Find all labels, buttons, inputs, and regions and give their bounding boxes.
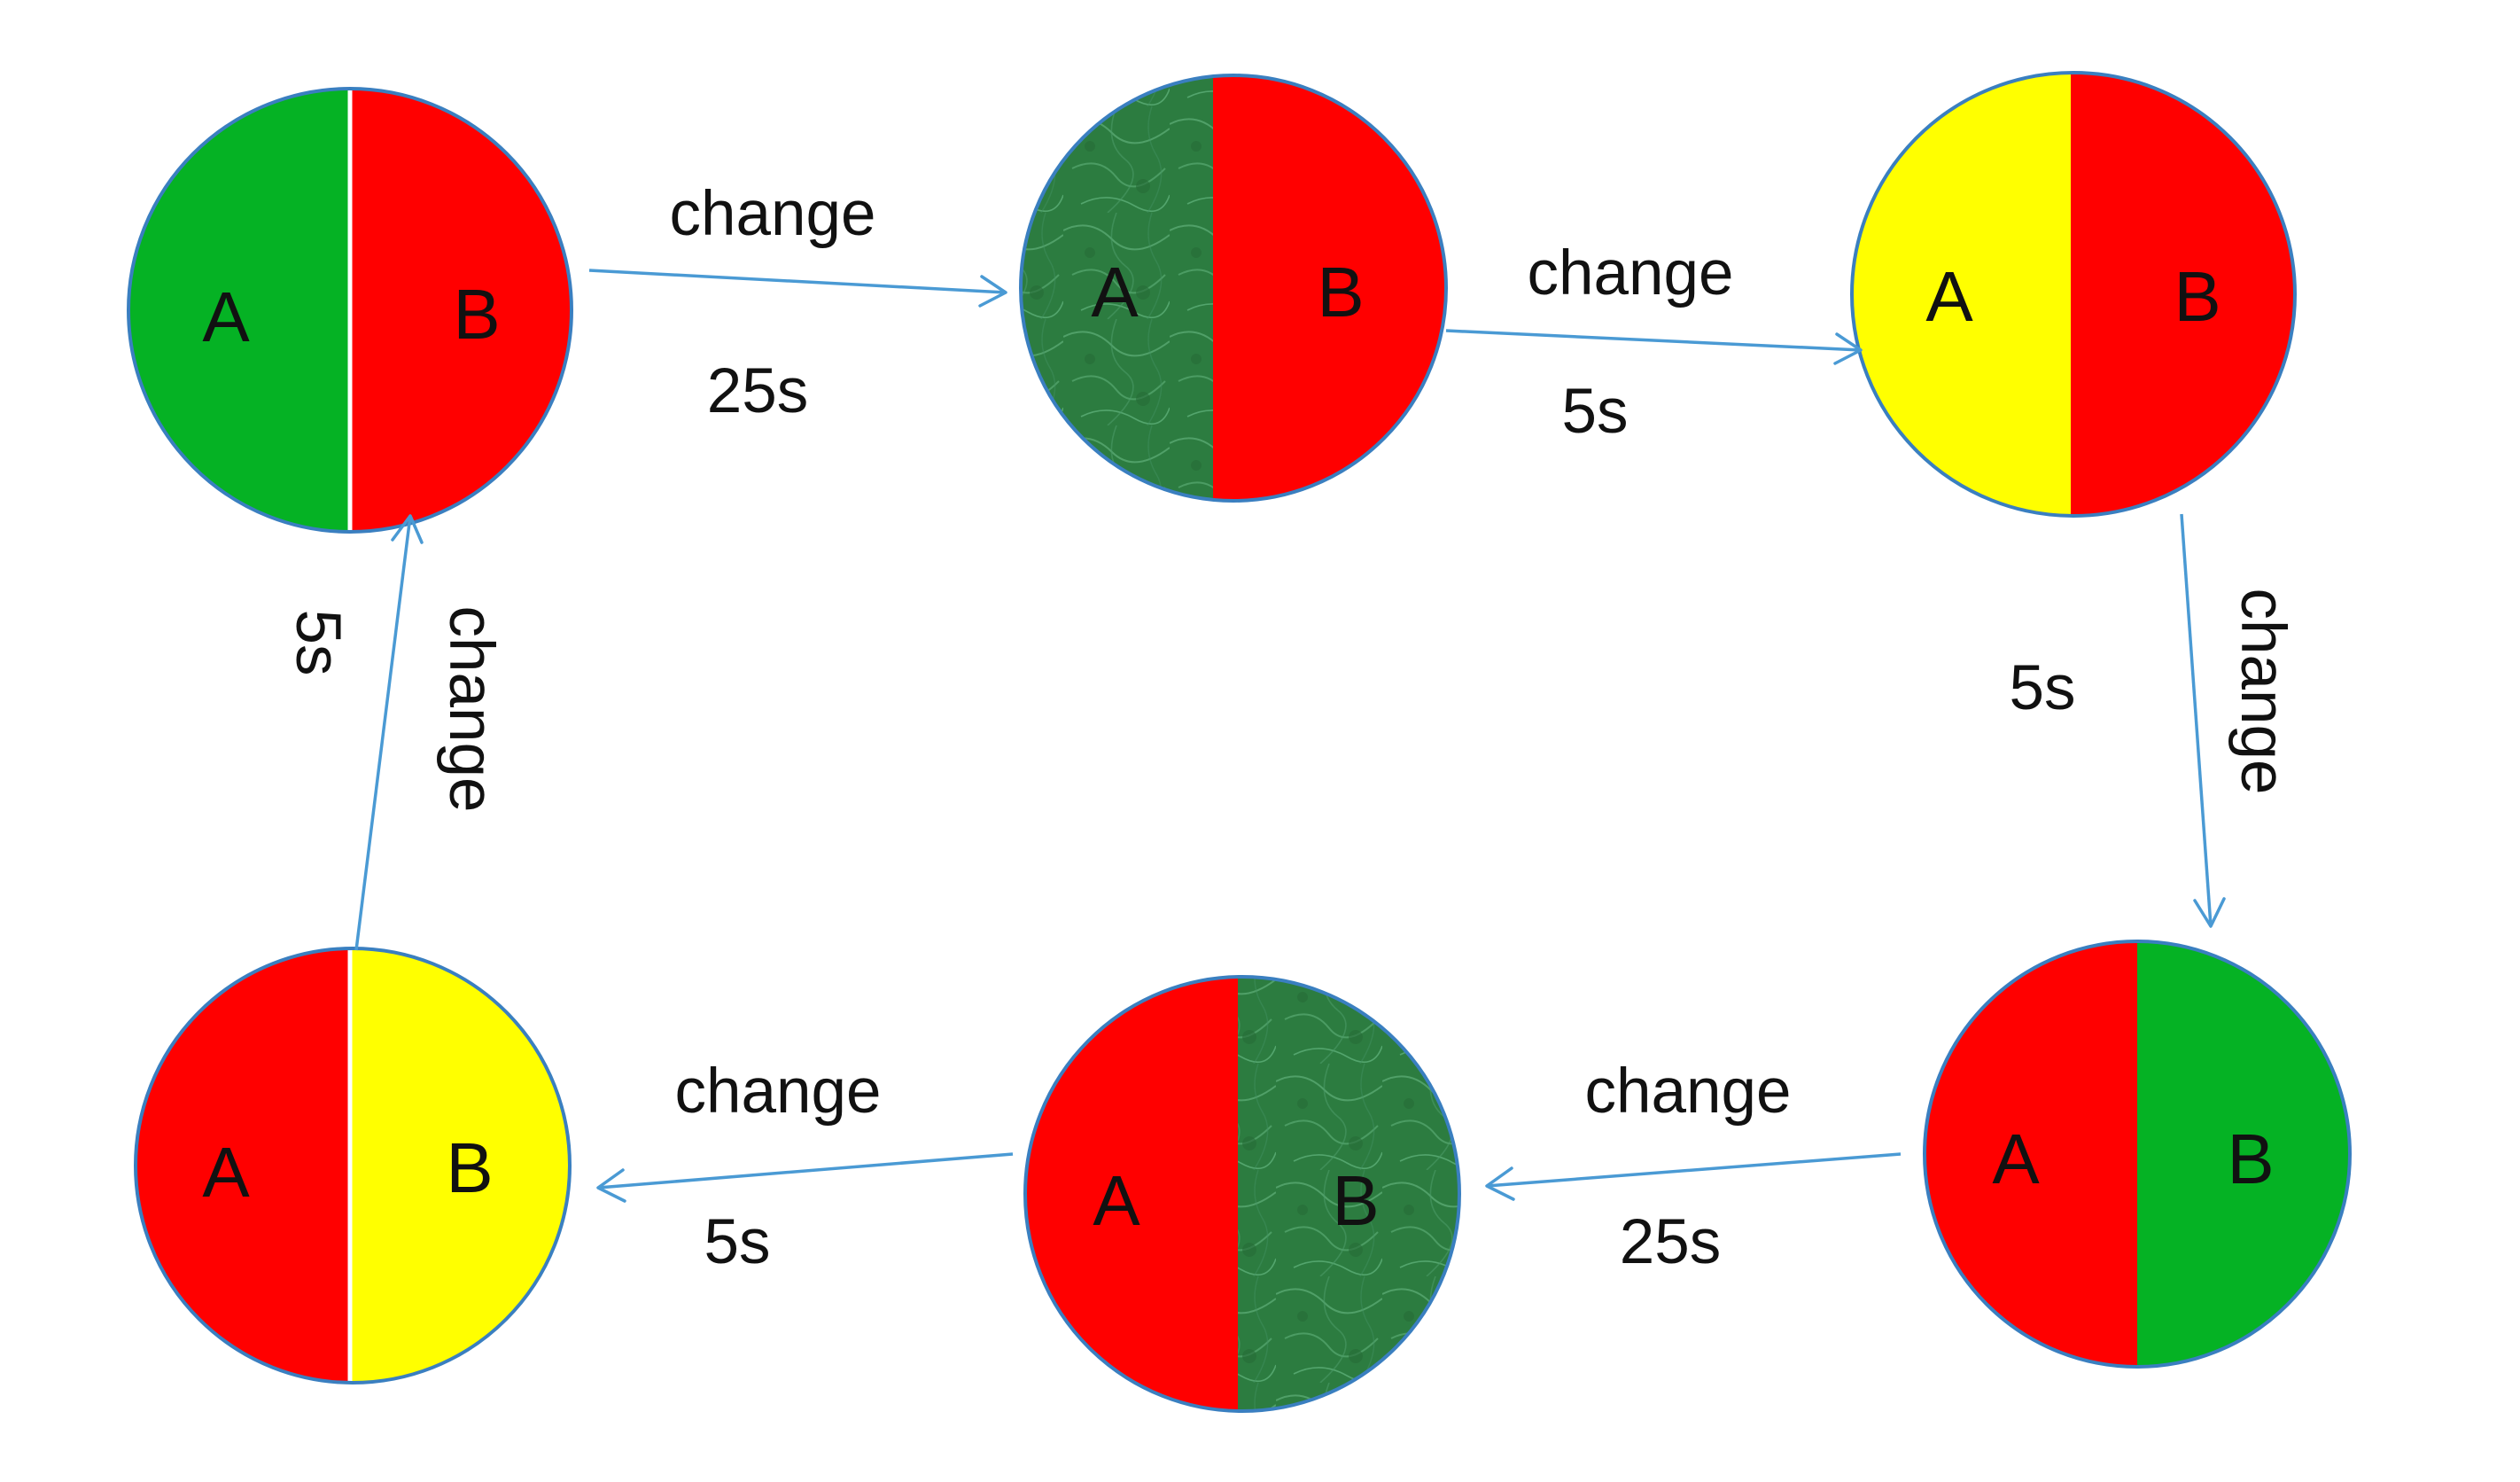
state-5: A B [1023, 975, 1461, 1413]
state-4-label-b: B [2227, 1119, 2274, 1198]
state-3-label-b: B [2174, 257, 2221, 336]
state-3: A B [1850, 71, 2297, 518]
transition-3-arrow [2180, 513, 2226, 928]
state-1: A B [127, 87, 573, 534]
state-6-label-b: B [446, 1128, 493, 1207]
transition-3-action: change [2228, 589, 2298, 795]
transition-4-action: change [1585, 1057, 1792, 1127]
state-3-label-a: A [1925, 257, 1973, 336]
transition-2-arrow [1445, 329, 1863, 365]
state-4: A B [1923, 940, 2352, 1369]
state-1-label-b: B [453, 275, 500, 354]
state-6-label-a: A [202, 1133, 250, 1212]
transition-2-action: change [1528, 238, 1734, 308]
state-2-label-a: A [1091, 253, 1139, 332]
state-5-label-a: A [1093, 1161, 1140, 1240]
state-1-label-a: A [202, 277, 250, 356]
transition-4-arrow [1485, 1152, 1902, 1201]
transition-5-arrow [596, 1152, 1014, 1203]
transition-4-duration: 25s [1620, 1207, 1721, 1277]
transition-5-duration: 5s [704, 1207, 771, 1277]
state-4-label-a: A [1992, 1119, 2040, 1198]
transition-6-arrow [354, 514, 424, 951]
state-6: A B [134, 947, 572, 1384]
transition-5-action: change [675, 1057, 882, 1127]
transition-1-arrow [588, 269, 1007, 308]
transition-1-duration: 25s [707, 356, 808, 426]
state-5-label-b: B [1332, 1161, 1379, 1240]
state-2-label-b: B [1317, 253, 1364, 332]
state-2: A B [1019, 74, 1448, 503]
transition-6-action: change [436, 606, 506, 813]
transition-3-duration: 5s [2010, 653, 2076, 723]
transition-2-duration: 5s [1562, 377, 1629, 447]
transition-1-action: change [670, 179, 876, 249]
transition-6-duration: 5s [283, 610, 353, 676]
